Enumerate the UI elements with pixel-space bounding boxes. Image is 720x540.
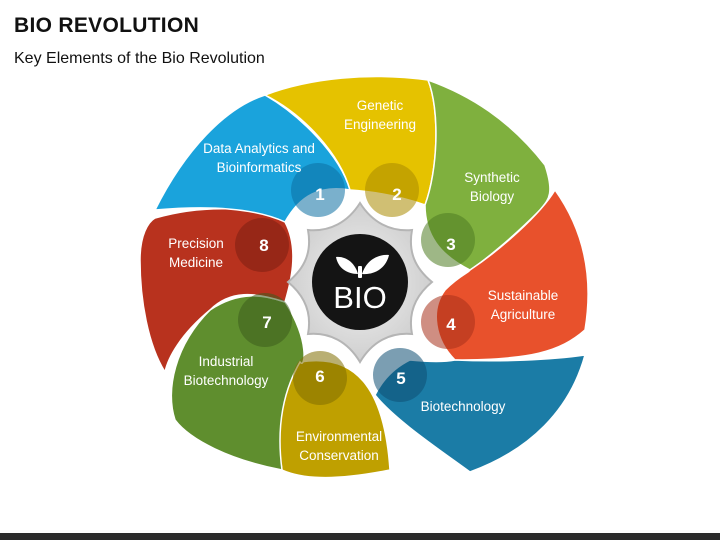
segment-4-number: 4 [446, 315, 456, 334]
segment-1-number: 1 [315, 185, 324, 204]
segment-8-overlap [235, 218, 289, 272]
segment-7-number: 7 [262, 313, 271, 332]
segment-4-overlap [421, 295, 475, 349]
segment-2-overlap [365, 163, 419, 217]
footer-bar [0, 533, 720, 540]
segment-3-overlap [421, 213, 475, 267]
segment-8-number: 8 [259, 236, 268, 255]
segment-5-number: 5 [396, 369, 405, 388]
segment-1-overlap [291, 163, 345, 217]
segment-5-label: Biotechnology [421, 399, 506, 414]
slide-title: BIO REVOLUTION [14, 14, 200, 37]
center-label: BIO [333, 280, 386, 315]
leaf-icon [336, 254, 389, 278]
slide-subtitle: Key Elements of the Bio Revolution [14, 50, 265, 67]
segment-2-number: 2 [392, 185, 401, 204]
segment-5-overlap [373, 348, 427, 402]
segment-7-overlap [238, 293, 292, 347]
segment-6-overlap [293, 351, 347, 405]
segment-3-number: 3 [446, 235, 455, 254]
segment-6-number: 6 [315, 367, 324, 386]
